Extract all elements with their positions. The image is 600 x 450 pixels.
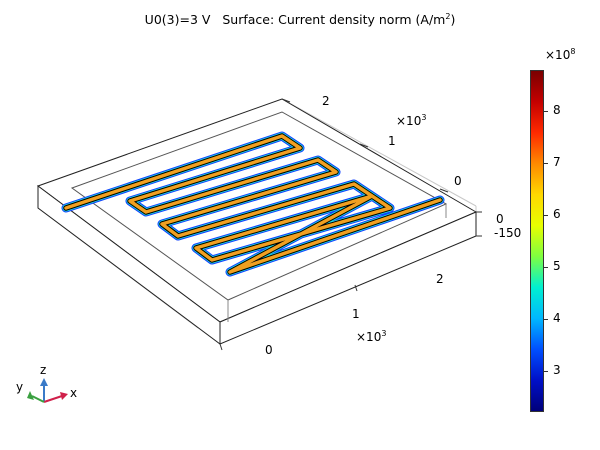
axis-tick-marks [219,98,482,351]
y-tick-label: 0 [454,174,462,188]
x-tick-label: 0 [265,343,273,357]
colorbar-tick-mark [544,111,548,112]
z-tick-label: -150 [494,226,522,240]
y-axis-exponent: ×103 [396,113,427,129]
colorbar-tick-mark [544,163,548,164]
colorbar[interactable] [530,70,544,412]
triad-z-label: z [40,363,47,377]
z-tick-label: 0 [496,212,504,226]
triad-x-arrow-icon [60,392,68,400]
triad-x-axis [43,395,63,403]
triad-x-label: x [70,386,78,400]
colorbar-tick-label: 3 [553,363,561,377]
triad-y-label: y [16,380,24,394]
colorbar-tick-label: 6 [553,207,561,221]
x-tick-label: 2 [436,272,444,286]
y-tick-label: 1 [388,134,396,148]
colorbar-tick-label: 7 [553,155,561,169]
triad-y-axis [31,395,45,403]
colorbar-tick-label: 5 [553,259,561,273]
x-tick-label: 1 [352,307,360,321]
triad-y-arrow-icon [27,391,34,400]
title-end: ) [450,12,456,27]
colorbar-tick-mark [544,319,548,320]
colorbar-exponent: ×108 [545,47,576,63]
colorbar-tick-mark [544,215,548,216]
serpentine-channel [61,131,445,277]
colorbar-tick-label: 8 [553,103,561,117]
title-text: U0(3)=3 V Surface: Current density norm … [144,12,446,27]
colorbar-tick-mark [544,371,548,372]
title-superscript: 2 [445,11,451,21]
colorbar-tick-mark [544,267,548,268]
coordinate-triad [27,378,68,403]
y-tick-label: 2 [322,94,330,108]
plot-title: U0(3)=3 V Surface: Current density norm … [0,12,600,27]
colorbar-tick-label: 4 [553,311,561,325]
triad-z-arrow-icon [40,378,48,386]
x-axis-exponent: ×103 [356,329,387,345]
